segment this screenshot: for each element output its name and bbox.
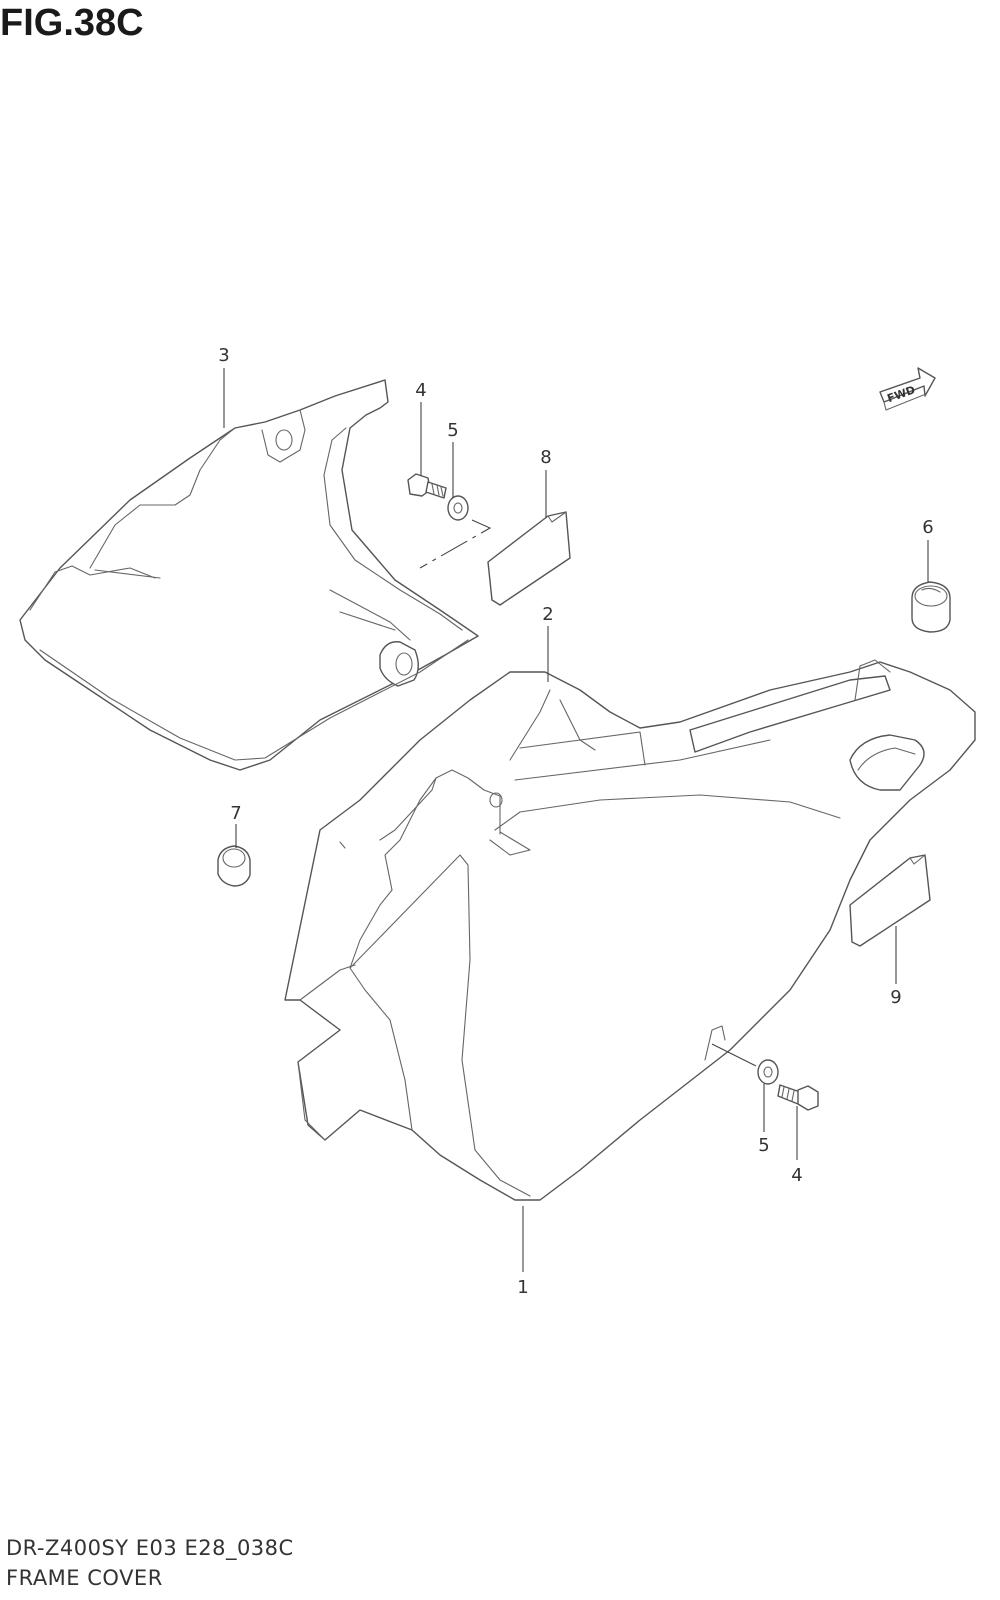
callout-part-7: 7	[230, 803, 241, 824]
fwd-label: FWD	[885, 383, 916, 405]
part-8-pad	[487, 511, 571, 606]
part-9-pad	[849, 854, 931, 947]
callout-part-2: 2	[542, 604, 553, 625]
part-4-bolt-bottom	[777, 1084, 819, 1111]
callout-part-5-bottom: 5	[758, 1135, 769, 1156]
leader-lines	[223, 368, 929, 1272]
callout-part-3: 3	[218, 345, 229, 366]
callout-part-4-bottom: 4	[791, 1165, 802, 1186]
model-code: DR-Z400SY E03 E28_038C	[6, 1536, 294, 1560]
callout-part-4-top: 4	[415, 380, 426, 401]
part-7-grommet	[217, 845, 251, 887]
assembly-line-bottom	[711, 1043, 757, 1067]
callout-part-6: 6	[922, 517, 933, 538]
callout-part-8: 8	[540, 447, 551, 468]
fwd-arrow-icon: FWD	[879, 367, 936, 411]
callout-part-9: 9	[890, 987, 901, 1008]
part-6-grommet	[911, 581, 951, 633]
part-5-washer-top	[447, 495, 469, 521]
figure-title: FIG.38C	[0, 2, 144, 44]
part-5-washer-bottom	[757, 1059, 779, 1085]
assembly-line-top	[419, 519, 492, 569]
part-3-frame-cover-left	[19, 379, 479, 771]
part-1-2-frame-cover-right	[284, 659, 976, 1201]
callout-part-1: 1	[517, 1277, 528, 1298]
part-4-bolt-top	[407, 473, 447, 499]
callout-part-5-top: 5	[447, 420, 458, 441]
figure-name: FRAME COVER	[6, 1566, 163, 1590]
